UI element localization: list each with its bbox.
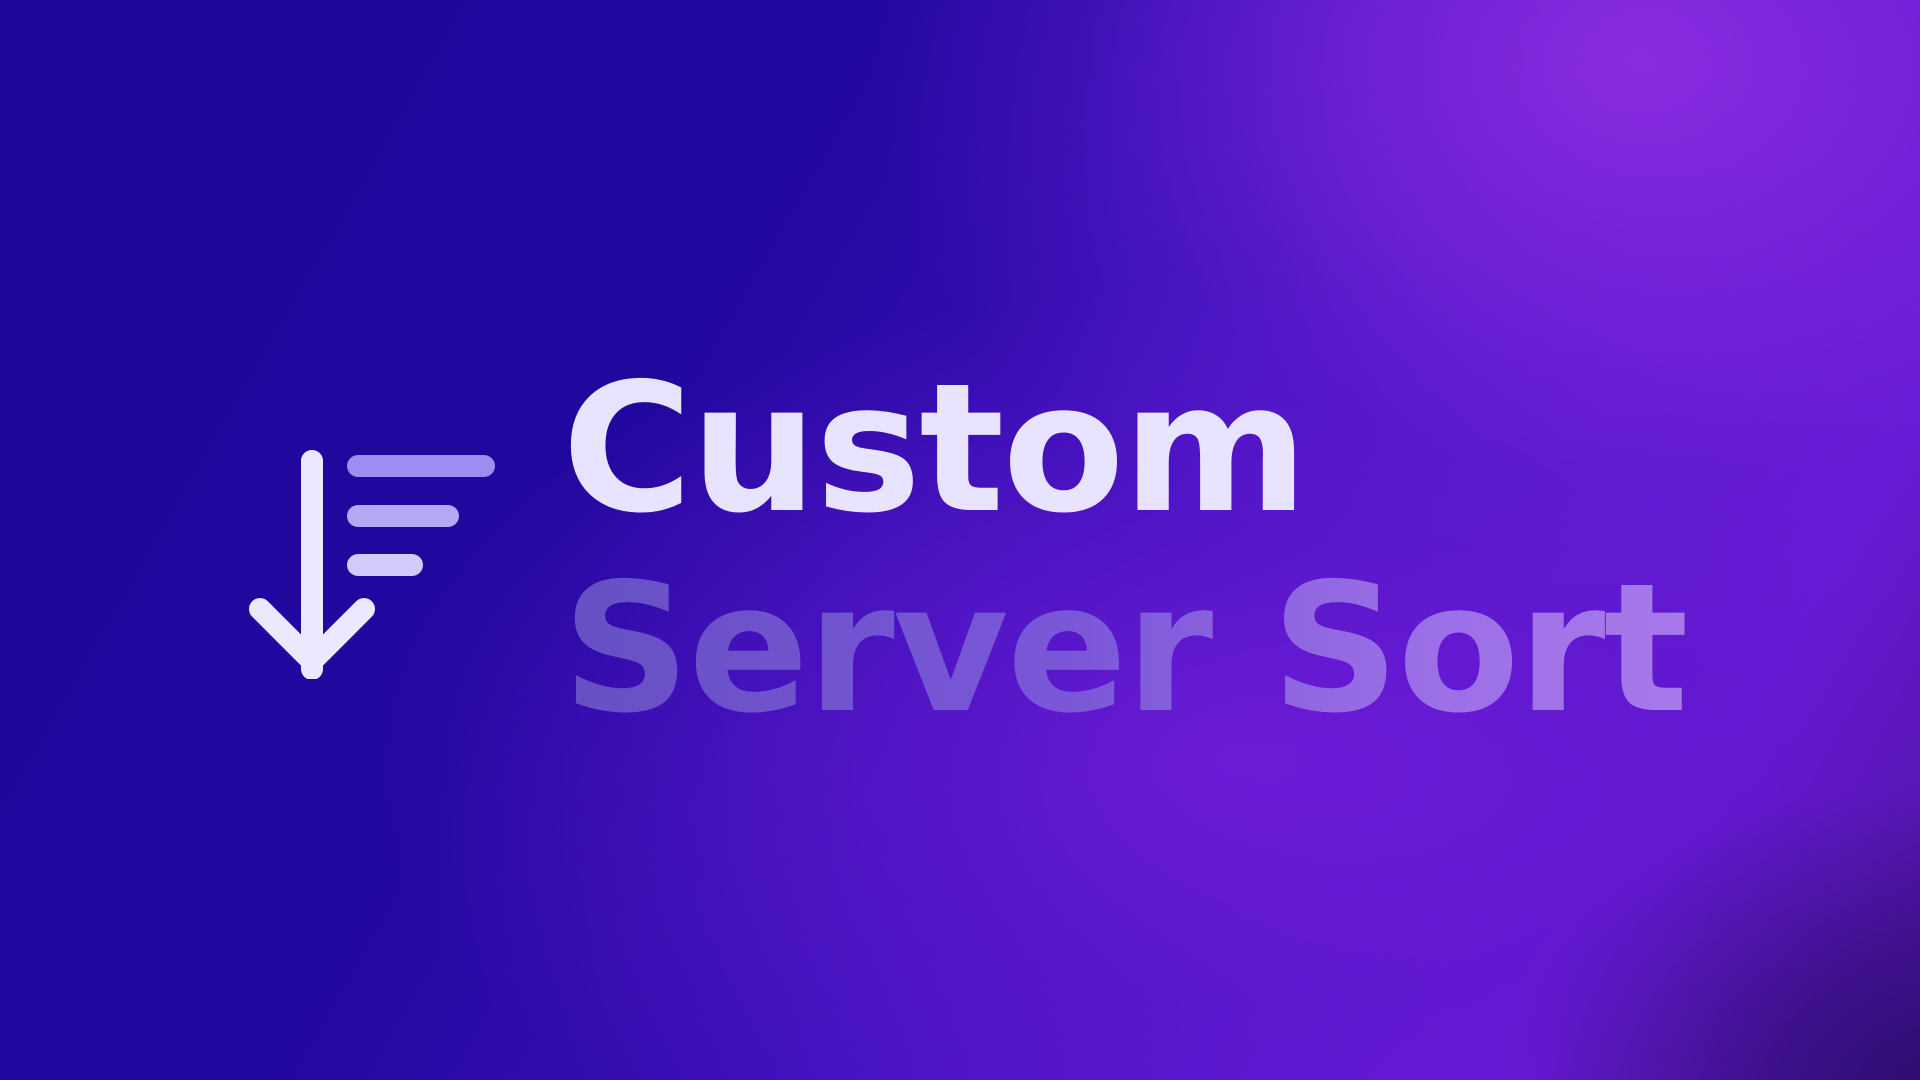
sort-arrow-head <box>249 598 375 672</box>
title-line-server-sort: Server Sort <box>562 545 1689 752</box>
sort-descending-icon <box>249 450 495 679</box>
background-corner-shade <box>1500 780 1920 1080</box>
banner-title: Custom Server Sort <box>562 360 1689 752</box>
title-line-custom: Custom <box>562 345 1308 552</box>
